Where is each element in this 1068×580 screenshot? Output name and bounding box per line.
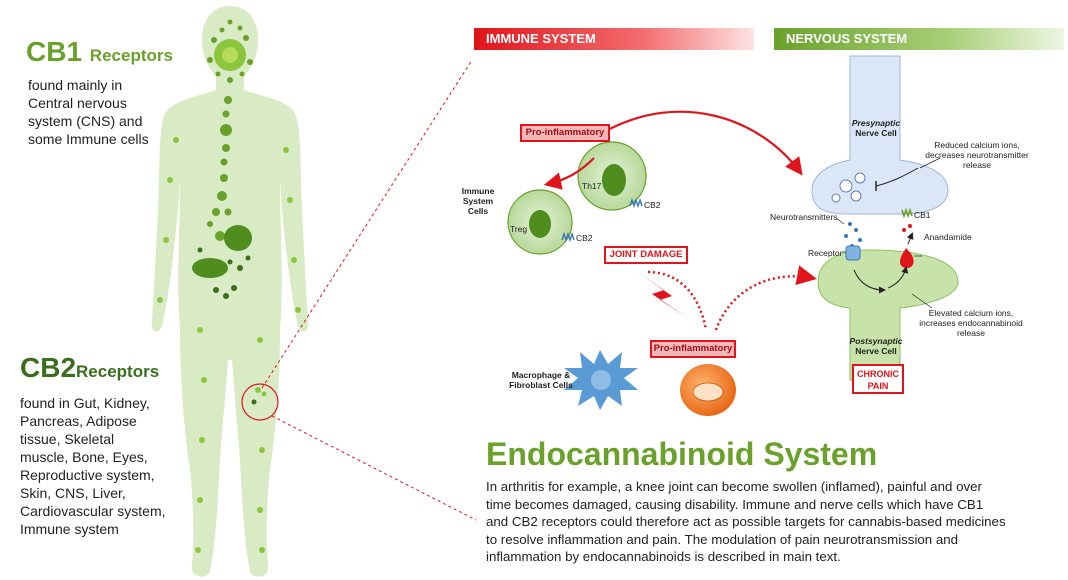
immune-system-cells-label: Immune System Cells (461, 186, 495, 216)
anandamide-label: Anandamide (924, 232, 972, 242)
reduced-calcium-label: Reduced calcium ions, decreases neurotra… (925, 140, 1029, 170)
presynaptic-nerve-cell (811, 55, 949, 215)
joint-damage-lightning-icon (632, 268, 688, 318)
macrophage-fibroblast-label: Macrophage & Fibroblast Cells (509, 370, 573, 390)
cb1-label: CB1 (914, 210, 931, 220)
body-silhouette (151, 6, 309, 577)
postsynaptic-label: Postsynaptic Nerve Cell (849, 336, 903, 356)
ecs-description: In arthritis for example, a knee joint c… (486, 479, 1006, 564)
cb1-description: found mainly in Central nervous system (… (28, 77, 149, 147)
cb2-label-th17: CB2 (644, 200, 661, 210)
pro-inflammatory-bottom-box: Pro-inflammatory (650, 340, 736, 358)
presynaptic-label: Presynaptic Nerve Cell (851, 118, 901, 138)
cb2-heading: CB2Receptors (20, 352, 160, 383)
immune-system-banner: IMMUNE SYSTEM (474, 28, 754, 50)
cb1-receptor-icon (901, 207, 913, 219)
elevated-calcium-label: Elevated calcium ions, increases endocan… (919, 308, 1023, 338)
pro-inflammatory-top-box: Pro-inflammatory (520, 124, 610, 142)
neurotransmitters-label: Neurotransmitters (770, 212, 838, 222)
receptor-label: Receptor (808, 248, 843, 258)
cb2-receptor-icon (561, 231, 575, 243)
treg-label: Treg (510, 224, 528, 234)
chronic-pain-box: CHRONIC PAIN (852, 364, 904, 394)
ecs-title: Endocannabinoid System (486, 436, 878, 472)
organ-receptor-cluster (224, 225, 252, 251)
cb2-receptor-icon (629, 197, 643, 209)
th17-label: Th17 (582, 181, 602, 191)
cb2-label-treg: CB2 (576, 233, 593, 243)
joint-damage-box: JOINT DAMAGE (604, 246, 688, 264)
receptor-icon (845, 245, 861, 261)
knee-joint-highlight (241, 383, 279, 421)
postsynaptic-nerve-cell (817, 249, 959, 381)
human-body-figure (151, 6, 309, 577)
cb1-heading: CB1 Receptors (26, 36, 173, 67)
nervous-system-banner: NERVOUS SYSTEM (774, 28, 1064, 50)
anandamide-icon (900, 248, 914, 269)
cb2-description: found in Gut, Kidney, Pancreas, Adipose … (20, 395, 166, 537)
